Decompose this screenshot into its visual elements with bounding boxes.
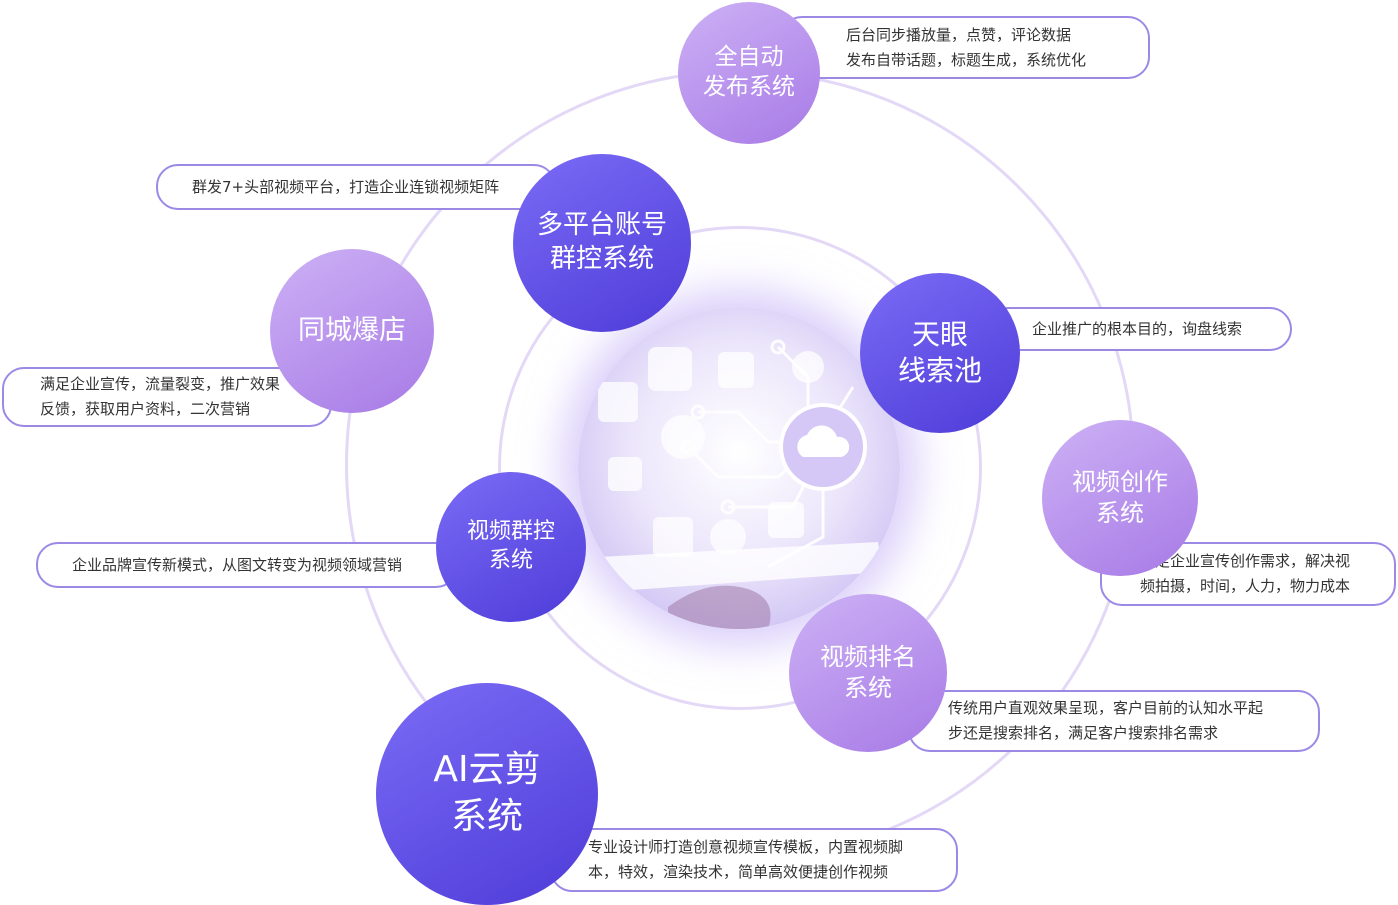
video-ranking-title-line2: 系统 (844, 674, 892, 702)
circuit-cloud-graphic (598, 339, 883, 629)
multi-platform-title-line2: 群控系统 (549, 244, 654, 274)
video-group-title-line2: 系统 (488, 548, 533, 573)
lead-pool-title-line1: 天眼 (911, 317, 968, 351)
local-shop-description: 满足企业宣传，流量裂变，推广效果 反馈，获取用户资料，二次营销 (2, 367, 332, 427)
lead-pool-title-line2: 线索池 (897, 354, 982, 387)
local-shop-title-line1: 同城爆店 (298, 315, 406, 347)
local-shop-desc-line1: 满足企业宣传，流量裂变，推广效果 (40, 375, 281, 393)
lead-pool-desc-line1: 企业推广的根本目的，询盘线索 (1032, 319, 1243, 338)
video-creation-desc-line1: 满足企业宣传创作需求，解决视 (1140, 552, 1351, 570)
video-creation-description: 满足企业宣传创作需求，解决视 频拍摄，时间，人力，物力成本 (1100, 542, 1396, 606)
video-group-node: 视频群控 系统 (436, 472, 586, 622)
video-creation-node: 视频创作 系统 (1042, 420, 1198, 576)
multi-platform-desc-line1: 群发7+头部视频平台，打造企业连锁视频矩阵 (192, 177, 500, 196)
video-group-description: 企业品牌宣传新模式，从图文转变为视频领域营销 (36, 542, 458, 588)
ai-editing-node: AI云剪 系统 (376, 683, 598, 905)
auto-publish-description: 后台同步播放量，点赞，评论数据 发布自带话题，标题生成，系统优化 (780, 16, 1150, 79)
ai-editing-desc-line2: 本，特效，渲染技术，简单高效便捷创作视频 (588, 863, 889, 881)
lead-pool-description: 企业推广的根本目的，询盘线索 (986, 307, 1292, 351)
multi-platform-title-line1: 多平台账号 (536, 210, 667, 241)
auto-publish-title-line2: 发布系统 (703, 74, 795, 100)
video-group-title-line1: 视频群控 (466, 519, 555, 545)
video-ranking-node: 视频排名 系统 (789, 594, 947, 752)
ai-editing-title-line2: 系统 (450, 796, 523, 837)
auto-publish-title-line1: 全自动 (714, 44, 784, 71)
auto-publish-desc-line1: 后台同步播放量，点赞，评论数据 (846, 25, 1072, 44)
auto-publish-node: 全自动 发布系统 (678, 2, 820, 144)
video-ranking-desc-line1: 传统用户直观效果呈现，客户目前的认知水平起 (948, 699, 1264, 717)
local-shop-desc-line2: 反馈，获取用户资料，二次营销 (40, 400, 251, 418)
video-group-desc-line1: 企业品牌宣传新模式，从图文转变为视频领域营销 (72, 555, 403, 574)
video-creation-desc-line2: 频拍摄，时间，人力，物力成本 (1140, 577, 1351, 595)
center-tech-illustration (578, 307, 900, 629)
video-ranking-title-line1: 视频排名 (820, 642, 916, 671)
video-creation-title-line2: 系统 (1096, 499, 1144, 527)
multi-platform-node: 多平台账号 群控系统 (513, 154, 691, 332)
ai-editing-desc-line1: 专业设计师打造创意视频宣传模板，内置视频脚 (588, 838, 904, 856)
multi-platform-description: 群发7+头部视频平台，打造企业连锁视频矩阵 (156, 164, 556, 210)
lead-pool-node: 天眼 线索池 (860, 273, 1020, 433)
video-ranking-description: 传统用户直观效果呈现，客户目前的认知水平起 步还是搜索排名，满足客户搜索排名需求 (908, 690, 1320, 752)
video-creation-title-line1: 视频创作 (1072, 467, 1168, 496)
ai-editing-title-line1: AI云剪 (433, 749, 541, 791)
auto-publish-desc-line2: 发布自带话题，标题生成，系统优化 (846, 50, 1087, 69)
local-shop-node: 同城爆店 (270, 249, 434, 413)
video-ranking-desc-line2: 步还是搜索排名，满足客户搜索排名需求 (948, 724, 1219, 742)
ai-editing-description: 专业设计师打造创意视频宣传模板，内置视频脚 本，特效，渲染技术，简单高效便捷创作… (550, 828, 958, 892)
